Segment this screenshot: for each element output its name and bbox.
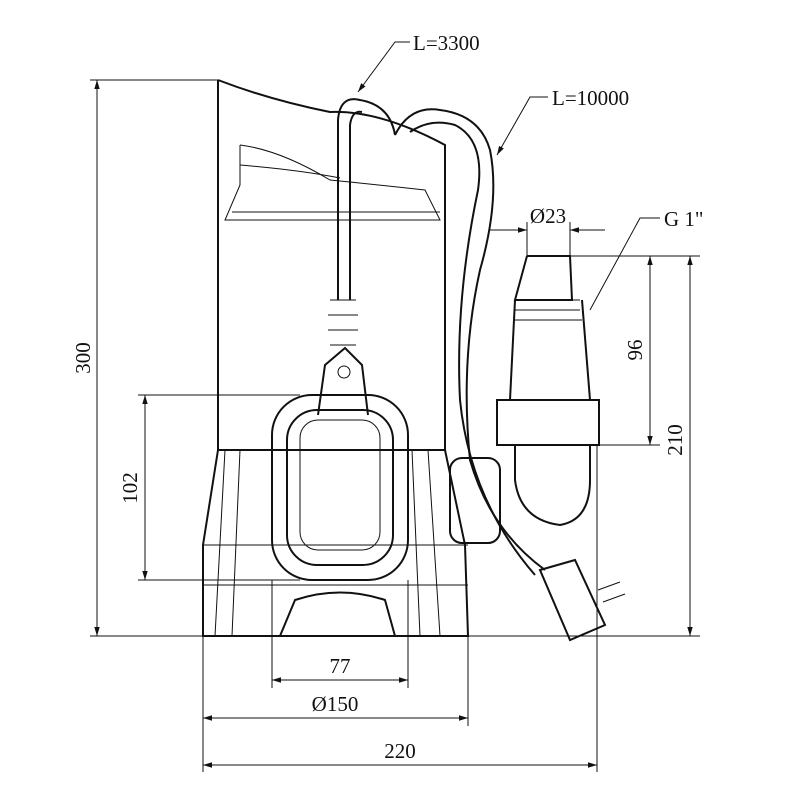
pump-body (202, 79, 470, 637)
label-cable-power-length: L=10000 (552, 86, 629, 110)
label-total-width: 220 (384, 739, 416, 763)
label-outlet-total-height: 210 (663, 424, 687, 456)
label-float-width: 77 (330, 654, 351, 678)
float-switch (271, 299, 409, 581)
power-plug (538, 558, 626, 642)
label-float-height: 102 (118, 472, 142, 504)
dimension-lines (90, 79, 700, 772)
leader-cable-power (496, 96, 548, 156)
label-outlet-diameter: Ø23 (530, 204, 566, 228)
label-cable-float-length: L=3300 (413, 31, 480, 55)
label-outlet-height: 96 (623, 340, 647, 361)
leader-cable-float (357, 41, 410, 93)
leader-thread (589, 217, 660, 311)
cables (337, 98, 546, 576)
label-base-diameter: Ø150 (312, 692, 359, 716)
label-total-height: 300 (71, 342, 95, 374)
outlet-connector (449, 255, 600, 544)
label-thread: G 1" (664, 207, 704, 231)
